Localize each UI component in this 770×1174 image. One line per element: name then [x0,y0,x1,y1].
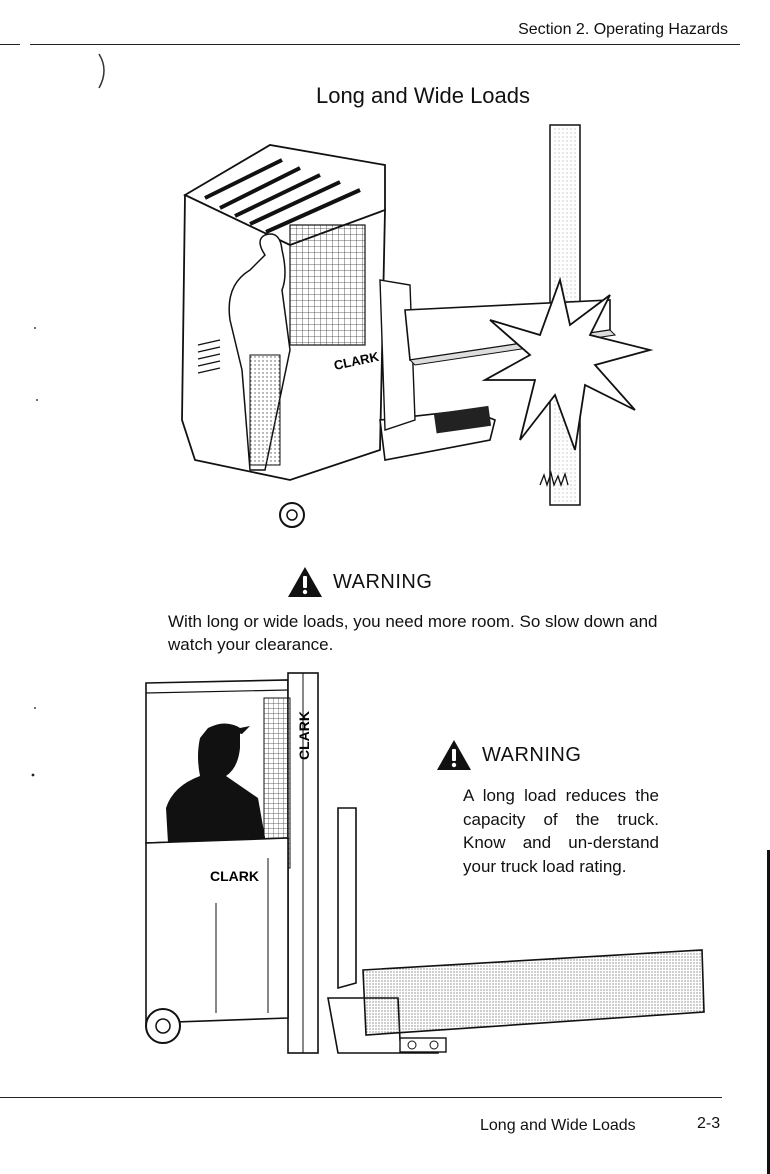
warning-triangle-icon [436,739,472,771]
warning-2-heading: WARNING [436,739,581,771]
header-rule-left [0,44,20,45]
page-number: 2-3 [697,1115,720,1133]
clark-logo-side: CLARK [210,868,259,884]
long-load-collision-illustration: CLARK [170,120,660,530]
header-rule [30,44,740,45]
warning-triangle-icon [287,566,323,598]
warning-1-body: With long or wide loads, you need more r… [168,610,658,656]
warning-1-label: WARNING [333,571,432,594]
footer-rule [0,1097,722,1098]
footer-title: Long and Wide Loads [480,1117,636,1135]
scan-specks [25,320,45,790]
clark-logo-mast: CLARK [296,711,312,760]
section-header: Section 2. Operating Hazards [460,21,728,39]
warning-1-heading: WARNING [287,566,432,598]
warning-2-label: WARNING [482,744,581,767]
page-title: Long and Wide Loads [0,83,770,109]
warning-2-body: A long load reduces the capacity of the … [463,784,659,878]
